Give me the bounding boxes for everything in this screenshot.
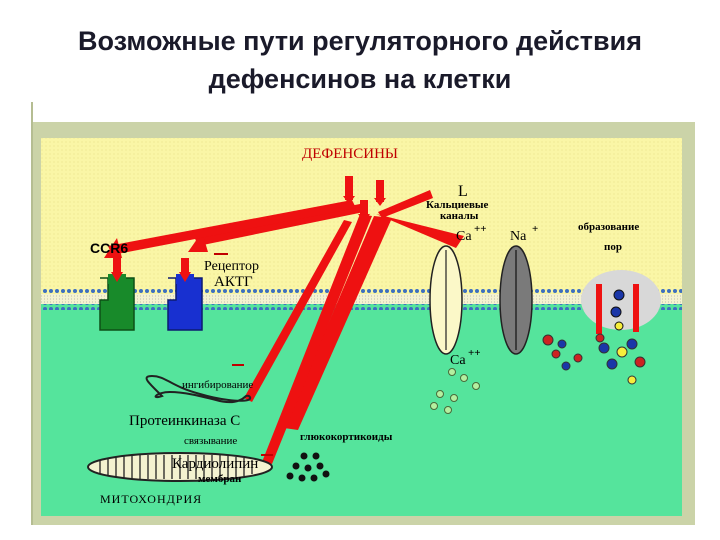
label-pore-formation-1: образование: [578, 221, 639, 233]
label-na: Na: [510, 229, 527, 244]
label-pore-formation-2: пор: [604, 241, 622, 253]
label-ca-top-sup: ++: [474, 223, 487, 235]
label-receptor-2: АКТГ: [214, 274, 253, 290]
sodium-channel: [500, 246, 532, 354]
calcium-channel: [430, 246, 462, 354]
label-l: L: [458, 183, 468, 200]
cytoplasm: [41, 300, 682, 516]
label-ca-bottom: Ca: [450, 353, 466, 368]
label-ccr6: CCR6: [90, 240, 128, 256]
frame-left-edge: [31, 102, 33, 525]
label-cardiolipin: Кардиолипин: [172, 456, 258, 472]
label-ca-bottom-sup: ++: [468, 347, 481, 359]
label-glucocorticoids: глюкокортикоиды: [300, 431, 393, 443]
label-ca-top: Ca: [456, 229, 472, 244]
label-binding: связывание: [184, 435, 237, 447]
label-protein-kinase: Протеинкиназа С: [129, 413, 240, 429]
label-calcium-channels-2: каналы: [440, 210, 479, 222]
label-receptor-1: Рецептор: [204, 259, 259, 274]
label-na-sup: +: [532, 223, 538, 235]
label-inhibition: ингибирование: [182, 379, 253, 391]
label-membrane: мембран: [198, 473, 242, 485]
label-mitochondria: МИТОХОНДРИЯ: [100, 492, 202, 506]
label-defensins: ДЕФЕНСИНЫ: [302, 146, 398, 162]
